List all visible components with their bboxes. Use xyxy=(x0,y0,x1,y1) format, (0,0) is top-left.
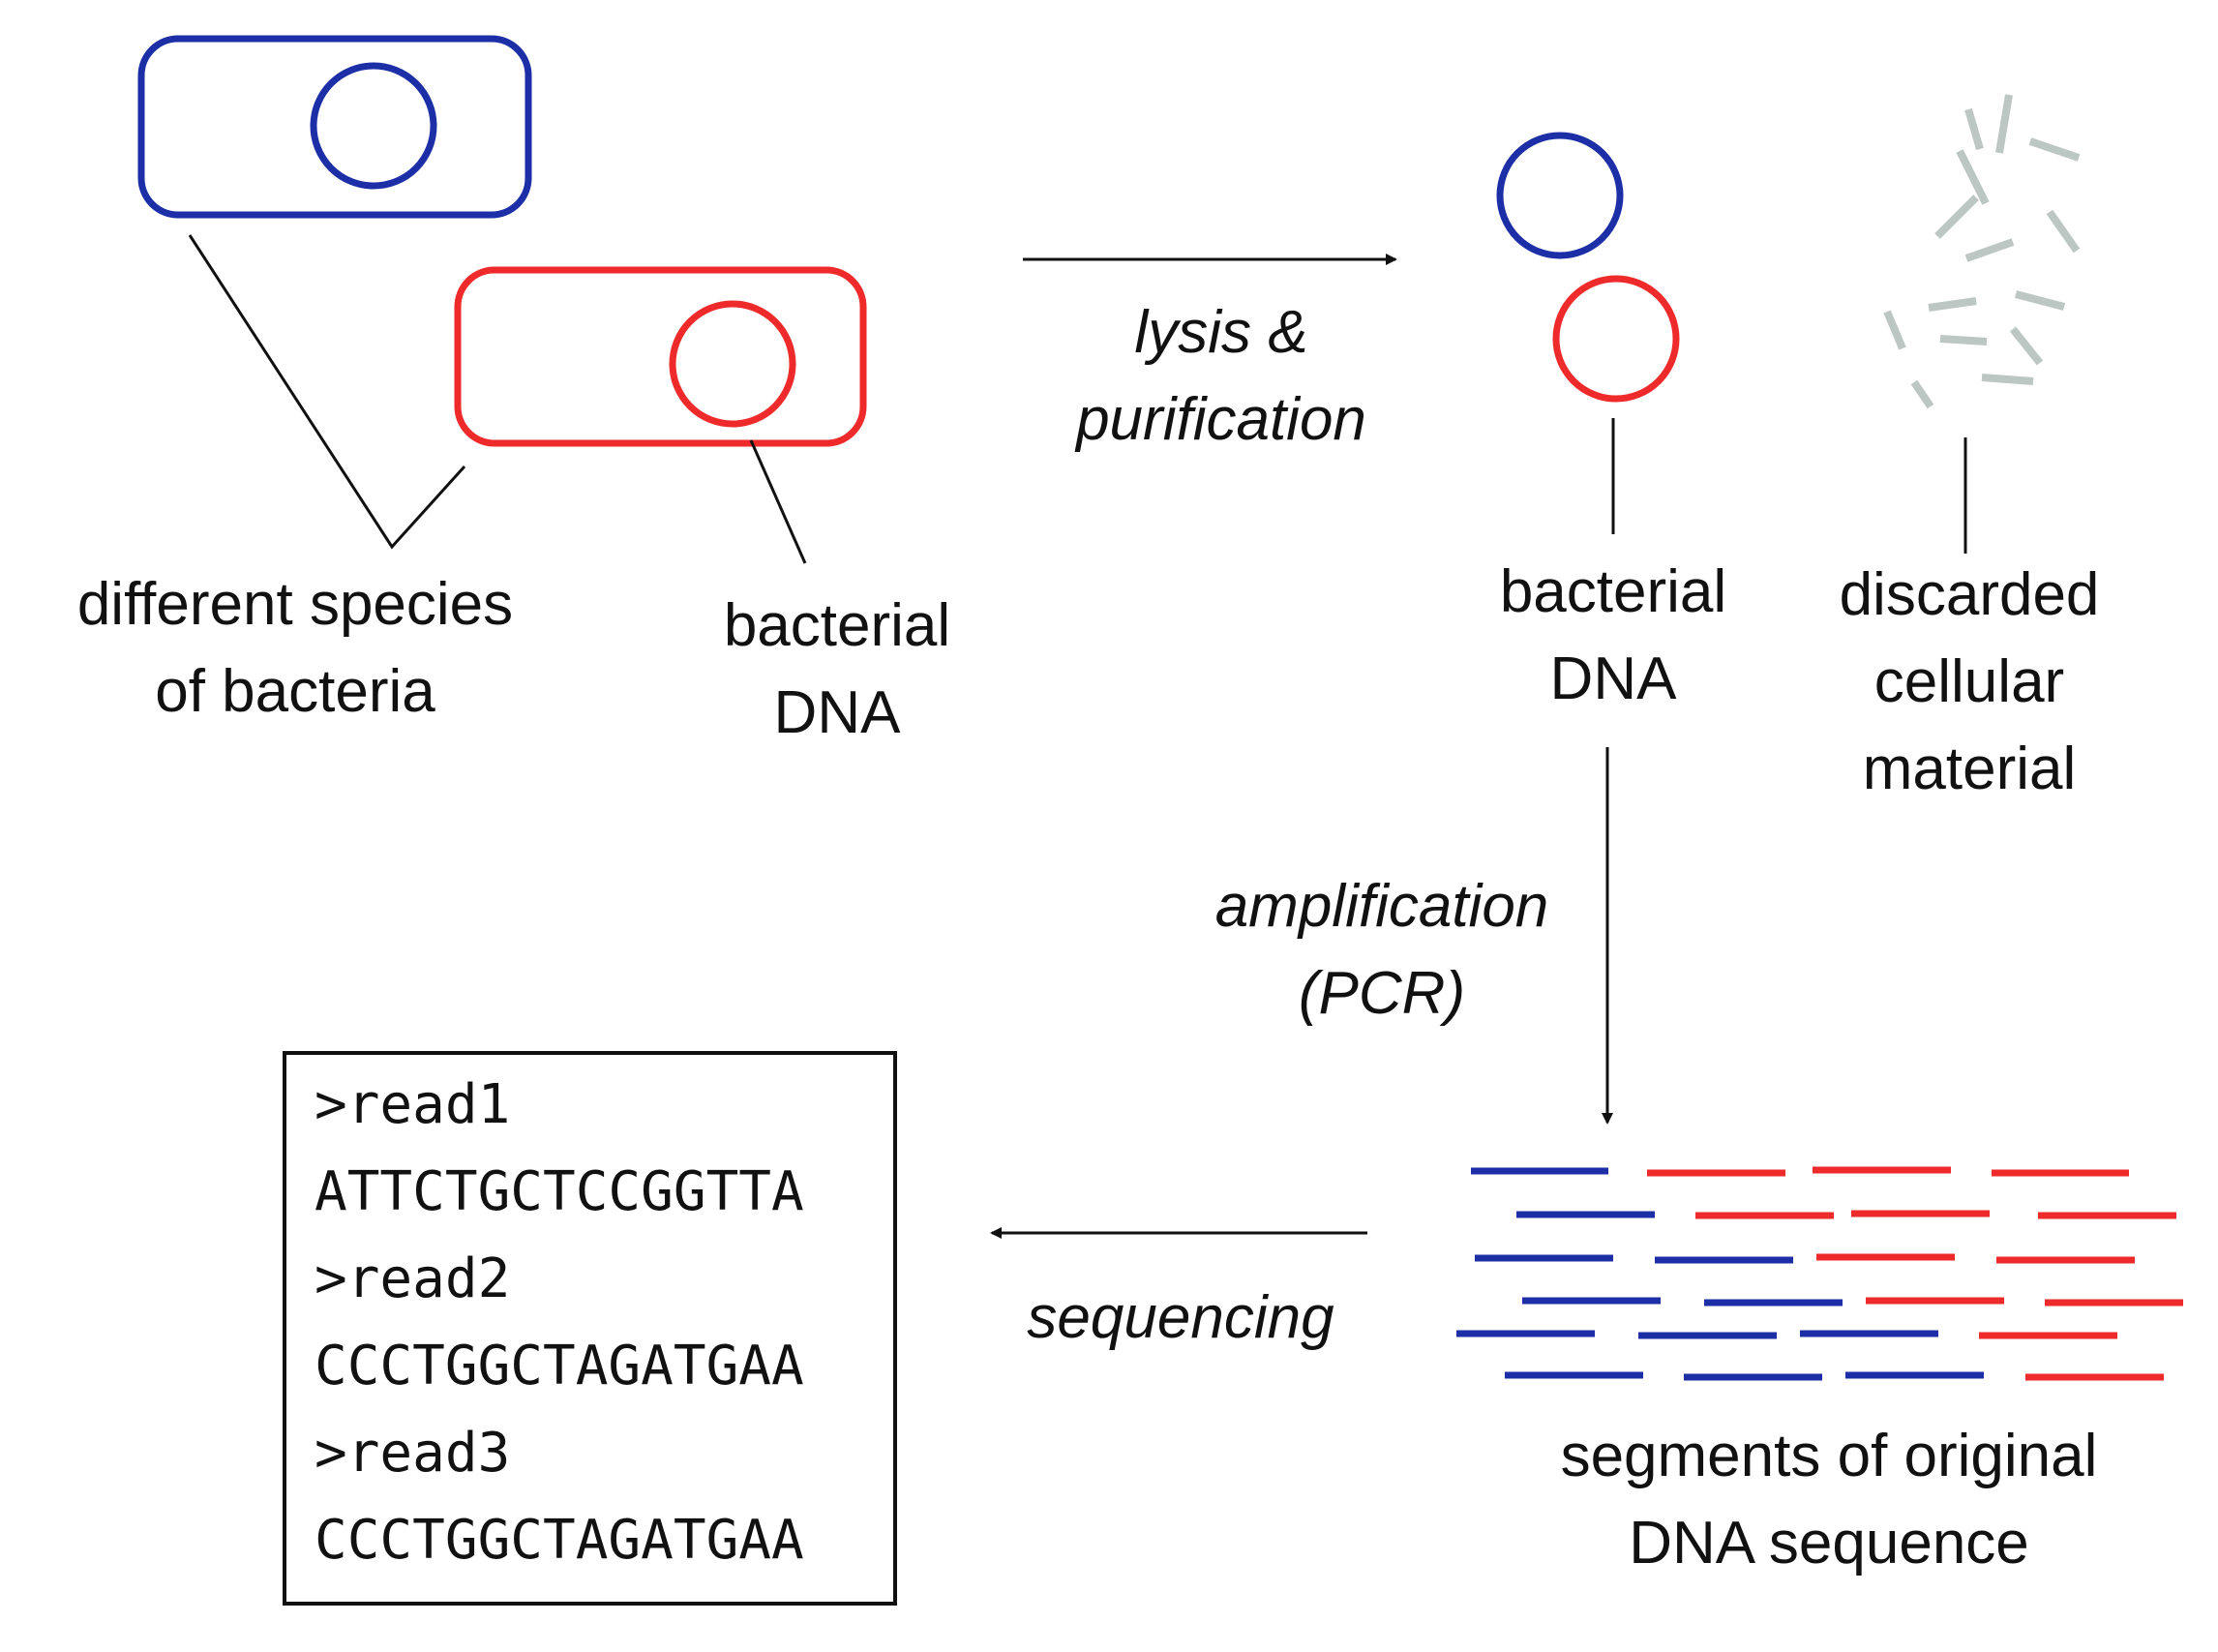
reads-box xyxy=(283,1051,897,1606)
read-line-2: ATTCTGCTCCGGTTA xyxy=(315,1160,804,1223)
blue-cell-membrane xyxy=(137,35,532,219)
red-bacterium xyxy=(454,266,867,447)
segments-label-line1: segments of original xyxy=(1561,1423,2098,1489)
red-dna-circle xyxy=(669,300,796,428)
discarded-label-line1: discarded xyxy=(1840,561,2100,628)
read-line-6: CCCTGGCTAGATGAA xyxy=(315,1509,804,1572)
purified-blue-dna xyxy=(1496,132,1624,259)
discarded-fragments xyxy=(1883,94,2081,409)
discarded-label-line3: material xyxy=(1863,736,2077,802)
bacterial-dna-label-line2: DNA xyxy=(774,679,902,746)
red-cell-membrane xyxy=(454,266,867,447)
lysis-label-line1: lysis & xyxy=(1134,299,1307,366)
lysis-label-line2: purification xyxy=(1074,386,1366,453)
dna-pointer-line xyxy=(749,439,807,564)
segments-label-line2: DNA sequence xyxy=(1629,1510,2029,1577)
read-line-5: >read3 xyxy=(315,1422,510,1485)
species-bracket-line xyxy=(188,234,466,550)
blue-bacterium xyxy=(137,35,532,219)
amplification-label-line1: amplification xyxy=(1215,873,1549,940)
discarded-label-line2: cellular xyxy=(1874,648,2064,715)
dna-segments xyxy=(1456,1166,2183,1381)
read-line-1: >read1 xyxy=(315,1073,510,1136)
species-label-line1: different species xyxy=(77,571,513,638)
amplification-label-line2: (PCR) xyxy=(1299,960,1465,1027)
read-line-3: >read2 xyxy=(315,1247,510,1310)
species-label-line2: of bacteria xyxy=(155,658,435,725)
sequencing-label: sequencing xyxy=(1027,1284,1334,1351)
bacterial-dna-label-line1: bacterial xyxy=(724,592,950,659)
purified-dna-label-line1: bacterial xyxy=(1500,558,1726,625)
purified-dna-label-line2: DNA xyxy=(1550,646,1678,712)
purified-red-dna xyxy=(1552,275,1680,403)
read-line-4: CCCTGGCTAGATGAA xyxy=(315,1335,804,1397)
blue-dna-circle xyxy=(310,62,437,190)
